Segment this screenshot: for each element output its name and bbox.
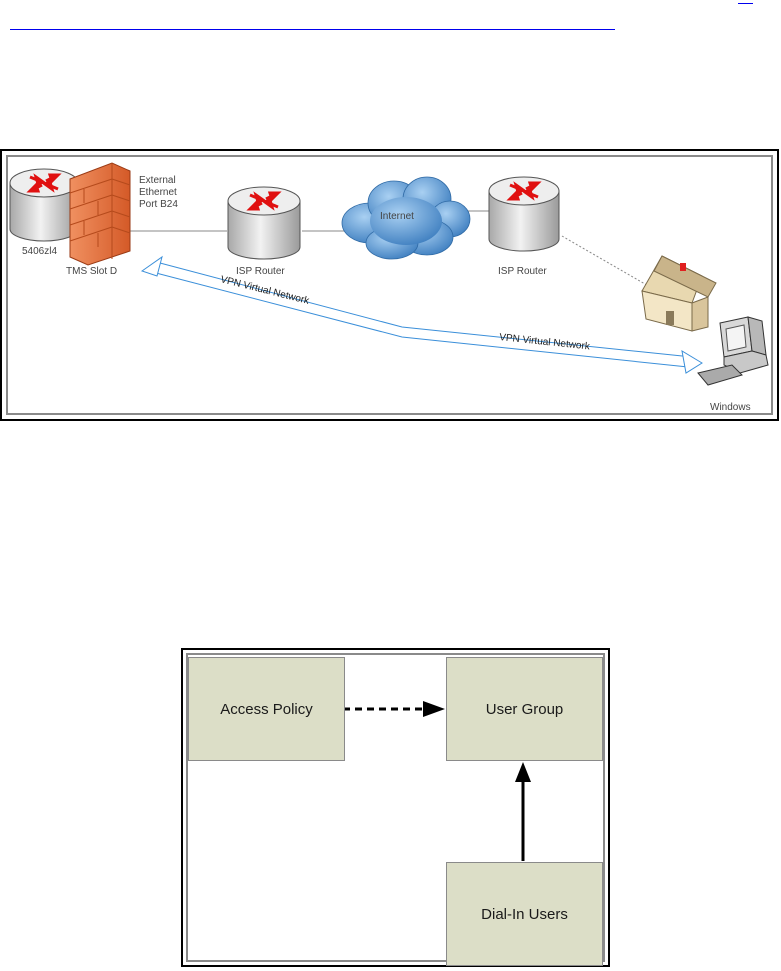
external-port-label-line1: External	[139, 175, 176, 186]
link-underline[interactable]	[10, 29, 615, 30]
home-icon	[641, 255, 717, 332]
internet-cloud-icon	[341, 176, 471, 260]
vpn-label-1: VPN Virtual Network	[219, 274, 311, 307]
network-topology-diagram: 5406zl4 TMS Slot D External Ethern	[0, 149, 779, 421]
external-port-label-line3: Port B24	[139, 199, 178, 210]
user-group-box: User Group	[446, 657, 603, 761]
dial-in-users-box: Dial-In Users	[446, 862, 603, 966]
isp-router-left-icon	[227, 186, 301, 260]
link-line-isp-home	[561, 235, 658, 292]
external-port-label-line2: Ethernet	[139, 187, 177, 198]
diagram-frame	[6, 155, 773, 415]
windows-label: Windows	[710, 402, 751, 413]
access-policy-box: Access Policy	[188, 657, 345, 761]
isp-router-left-label: ISP Router	[236, 266, 285, 277]
dashed-arrow-head	[423, 701, 445, 717]
switch-router-icon	[9, 168, 79, 242]
policy-arrows-svg	[343, 701, 531, 861]
firewall-icon	[69, 162, 131, 266]
link-underline-fragment[interactable]	[738, 0, 753, 4]
router-left-label: 5406zl4	[22, 246, 57, 257]
isp-router-right-icon	[488, 176, 560, 252]
network-topology-svg: 5406zl4 TMS Slot D External Ethern	[9, 162, 769, 413]
user-group-label: User Group	[485, 700, 564, 718]
internet-label: Internet	[380, 211, 414, 222]
windows-pc-icon	[697, 316, 769, 386]
vpn-label-2: VPN Virtual Network	[499, 332, 592, 353]
diagram-frame	[186, 653, 605, 962]
access-policy-label: Access Policy	[220, 700, 313, 718]
dial-in-users-label: Dial-In Users	[481, 905, 568, 923]
solid-arrow-head	[515, 762, 531, 782]
isp-router-right-label: ISP Router	[498, 266, 547, 277]
policy-relationship-diagram: Access Policy User Group Dial-In Users	[181, 648, 610, 967]
tms-slot-label: TMS Slot D	[66, 266, 117, 277]
vpn-tunnel-arrow	[140, 255, 703, 374]
